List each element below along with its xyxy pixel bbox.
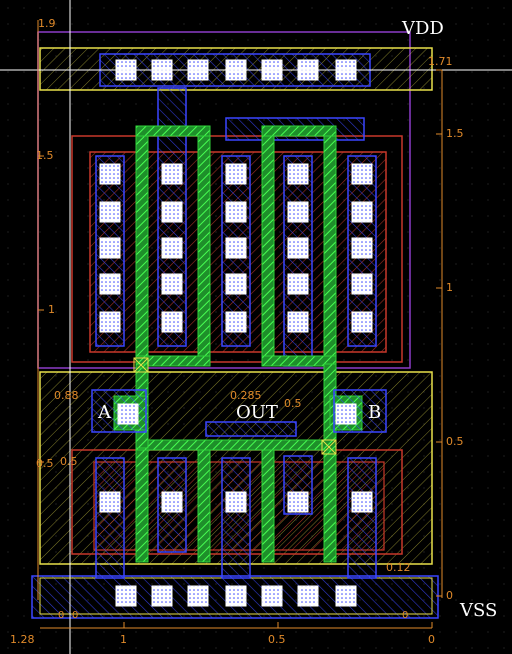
contacts-group — [99, 59, 373, 607]
input-a-label: A — [98, 402, 111, 423]
poly-top-bar — [135, 125, 211, 137]
poly-gate — [261, 127, 275, 365]
poly-gate — [135, 127, 149, 365]
nmos-contact — [225, 491, 247, 513]
pmos-contact — [161, 163, 183, 185]
poly-gate — [323, 127, 337, 365]
nmos-contact — [99, 491, 121, 513]
nmos-metal-strip — [221, 457, 251, 579]
vss-contact — [225, 585, 247, 607]
pmos-contact — [161, 237, 183, 259]
ruler-left-half-b: 0.5 — [60, 455, 78, 468]
pmos-contact — [225, 201, 247, 223]
pmos-contact — [287, 163, 309, 185]
vss-contact — [151, 585, 173, 607]
pmos-contact — [287, 201, 309, 223]
ruler-right-0-5: 0.5 — [446, 435, 464, 448]
ruler-in-012: 0.12 — [386, 561, 411, 574]
nmos-contact — [287, 491, 309, 513]
poly-gate — [261, 447, 275, 563]
ruler-top-left: 1.9 — [38, 17, 56, 30]
pmos-contact — [161, 311, 183, 333]
pmos-contact — [351, 237, 373, 259]
ruler-top-right: 1.71 — [428, 55, 453, 68]
input-b-contact — [335, 403, 357, 425]
ruler-right-1-5: 1.5 — [446, 127, 464, 140]
ruler-left-1: 1 — [48, 303, 55, 316]
poly-mid-bar — [135, 355, 211, 367]
vss-contact — [261, 585, 283, 607]
pmos-contact — [287, 237, 309, 259]
vss-contact — [187, 585, 209, 607]
ruler-in-05: 0.5 — [284, 397, 302, 410]
pmos-contact — [351, 163, 373, 185]
pmos-contact — [99, 311, 121, 333]
input-b-label: B — [368, 402, 382, 423]
poly-gate — [197, 447, 211, 563]
bottom-ruler — [40, 622, 433, 629]
left-ruler — [37, 20, 44, 600]
ruler-y-zero-a: 0 — [58, 610, 65, 621]
ruler-x-1: 1 — [120, 633, 127, 646]
poly-gate — [197, 127, 211, 365]
nmos-contact — [161, 491, 183, 513]
pmos-contact — [287, 311, 309, 333]
pmos-contact — [99, 237, 121, 259]
pmos-contact — [99, 163, 121, 185]
pmos-contact — [225, 273, 247, 295]
ruler-x-left: 1.28 — [10, 633, 35, 646]
vss-label: VSS — [460, 600, 498, 621]
pmos-contact — [161, 273, 183, 295]
poly-top-bar — [261, 125, 337, 137]
vss-contact — [297, 585, 319, 607]
pmos-contact — [161, 201, 183, 223]
ruler-left-1-5: 1.5 — [36, 149, 54, 162]
vss-contact — [335, 585, 357, 607]
ruler-x-zero: 0 — [428, 633, 435, 646]
pmos-contact — [351, 201, 373, 223]
pmos-contact — [99, 273, 121, 295]
input-a-contact — [117, 403, 139, 425]
pmos-contact — [351, 311, 373, 333]
pmos-contact — [225, 311, 247, 333]
vdd-label: VDD — [402, 18, 444, 39]
pmos-contact — [287, 273, 309, 295]
pmos-contact — [225, 237, 247, 259]
ruler-x-half: 0.5 — [268, 633, 286, 646]
ruler-in-088: 0.88 — [54, 389, 79, 402]
ruler-right-1: 1 — [446, 281, 453, 294]
right-ruler — [436, 69, 443, 598]
pmos-contact — [225, 163, 247, 185]
poly-mid-bar — [261, 355, 337, 367]
via-markers — [133, 357, 337, 455]
ruler-y-zero-c: 0 — [402, 610, 409, 621]
ruler-right-0: 0 — [446, 589, 453, 602]
vss-contact — [115, 585, 137, 607]
out-metal-bar — [205, 421, 297, 437]
pmos-contact — [351, 273, 373, 295]
pmos-contact — [99, 201, 121, 223]
ruler-left-half-a: 0.5 — [36, 457, 54, 470]
poly-cross-bar — [135, 439, 337, 451]
nmos-contact — [351, 491, 373, 513]
nmos-metal-strip — [347, 457, 377, 579]
pmos-metal-strip — [283, 155, 313, 367]
nmos-metal-strip — [95, 457, 125, 579]
ruler-in-0285: 0.285 — [230, 389, 262, 402]
ruler-y-zero-b: 0 — [72, 610, 79, 621]
out-label: OUT — [236, 402, 278, 423]
